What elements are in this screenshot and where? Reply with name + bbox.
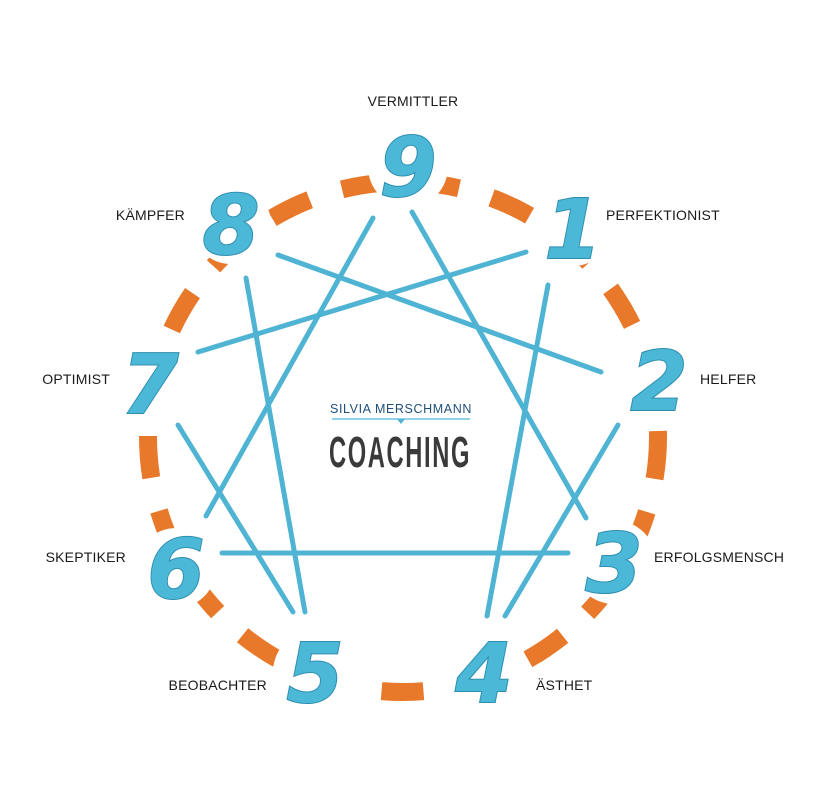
label-kaempfer: KÄMPFER [116, 207, 185, 223]
coaching-logo: SILVIA MERSCHMANN COACHING [329, 402, 472, 477]
label-optimist: OPTIMIST [42, 371, 110, 387]
number-5: 5 [286, 627, 343, 722]
line-7-1 [195, 249, 529, 355]
label-erfolgsmensch: ERFOLGSMENSCH [654, 549, 784, 565]
logo-name: SILVIA MERSCHMANN [330, 402, 472, 416]
label-skeptiker: SKEPTIKER [46, 549, 126, 565]
line-1-4 [484, 282, 551, 619]
number-6: 6 [147, 523, 204, 618]
outer-ring [139, 173, 667, 701]
logo-caret-icon [397, 419, 405, 424]
line-4-2 [502, 422, 621, 619]
number-3: 3 [585, 517, 642, 612]
number-4: 4 [454, 627, 512, 722]
label-beobachter: BEOBACHTER [169, 677, 267, 693]
label-perfektionist: PERFEKTIONIST [606, 207, 720, 223]
connection-lines [175, 209, 621, 619]
line-9-6 [203, 215, 376, 519]
label-helfer: HELFER [700, 371, 756, 387]
number-9: 9 [379, 121, 436, 216]
line-2-8 [275, 252, 604, 375]
number-2: 2 [630, 335, 687, 430]
label-aesthet: ÄSTHET [536, 677, 593, 693]
line-9-3 [409, 209, 589, 521]
logo-word: COACHING [329, 428, 471, 477]
number-1: 1 [544, 183, 601, 278]
number-8: 8 [202, 179, 259, 274]
line-5-7 [175, 422, 296, 615]
number-7: 7 [121, 338, 178, 433]
label-vermittler: VERMITTLER [368, 93, 459, 109]
